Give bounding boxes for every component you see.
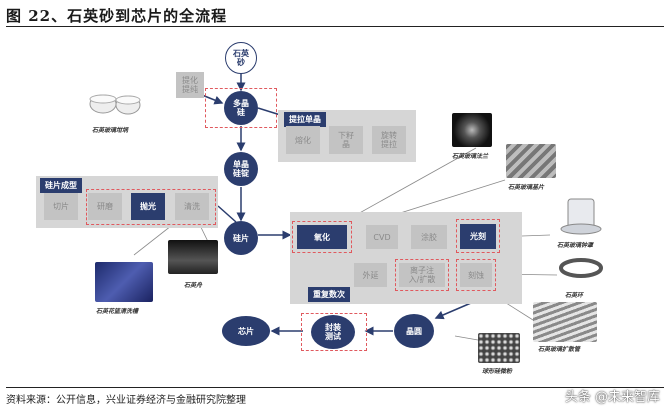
caption-crucible: 石英玻璃坩埚 (92, 127, 129, 134)
highlight-ion-implant (395, 259, 449, 291)
diffusion-tube-image (533, 302, 597, 342)
repeat-step-etch: 刻蚀 (460, 263, 492, 287)
node-package-test: 封装 测试 (311, 315, 355, 349)
node-chip: 芯片 (222, 316, 270, 346)
caption-flange: 石英玻璃法兰 (452, 153, 489, 160)
crucible-image (88, 90, 142, 120)
caption-boat: 石英舟 (184, 282, 203, 289)
boat-image (168, 240, 218, 274)
repeat-step-ion-implant: 离子注 入/扩散 (399, 263, 445, 287)
caption-sand: 球形硅微粉 (482, 368, 513, 375)
repeat-step-epitaxy: 外延 (354, 263, 387, 287)
node-polysilicon: 多晶 硅 (224, 91, 258, 125)
wafer-forming-title: 硅片成型 (40, 178, 82, 193)
flange-image (452, 113, 492, 147)
substrate-image (506, 144, 556, 178)
caption-bell-jar: 石英玻璃钟罩 (557, 242, 594, 249)
wafer-step-2: 研磨 (88, 193, 122, 220)
monocrystal-title: 提拉单晶 (284, 112, 326, 127)
caption-cleaning-tank: 石英花篮清洗槽 (96, 308, 139, 315)
node-die: 晶圆 (394, 314, 434, 348)
figure-title: 图 22、石英砂到芯片的全流程 (6, 7, 228, 25)
caption-substrate: 石英玻璃基片 (508, 184, 545, 191)
repeat-step-coating: 涂胶 (411, 225, 447, 249)
mono-step-3: 旋转 提拉 (372, 126, 406, 154)
highlight-polysilicon (205, 88, 277, 128)
repeat-title: 重复数次 (308, 287, 350, 302)
highlight-wafer-forming (86, 189, 216, 225)
caption-diffusion-tube: 石英玻璃扩散管 (538, 346, 581, 353)
mono-step-1: 熔化 (286, 126, 320, 154)
highlight-etch (456, 259, 496, 291)
repeat-step-lithography: 光刻 (460, 224, 496, 249)
node-quartz-sand: 石英 砂 (225, 42, 257, 74)
highlight-package-test (301, 313, 367, 351)
cleaning-tank-image (95, 262, 153, 302)
wafer-step-4: 清洗 (175, 193, 209, 220)
repeat-step-cvd: CVD (366, 225, 398, 249)
node-wafer: 硅片 (224, 221, 258, 255)
mono-step-2: 下籽 晶 (329, 126, 363, 154)
node-mono-ingot: 单晶 硅锭 (224, 152, 258, 186)
caption-ring: 石英环 (565, 292, 584, 299)
watermark: 头条 @未来智库 (564, 390, 660, 405)
purification-box: 提化 提纯 (176, 72, 204, 98)
repeat-step-oxidation: 氧化 (297, 225, 347, 249)
highlight-lithography (456, 219, 500, 253)
ring-image (557, 254, 605, 282)
title-rule (6, 26, 664, 27)
highlight-oxidation (292, 221, 352, 253)
sand-image (478, 333, 520, 363)
footer-rule (6, 387, 664, 388)
wafer-step-3: 抛光 (131, 193, 165, 220)
wafer-step-1: 切片 (44, 193, 78, 220)
bell-jar-image (554, 195, 608, 237)
source-note: 资料来源：公开信息，兴业证券经济与金融研究院整理 (6, 395, 246, 406)
